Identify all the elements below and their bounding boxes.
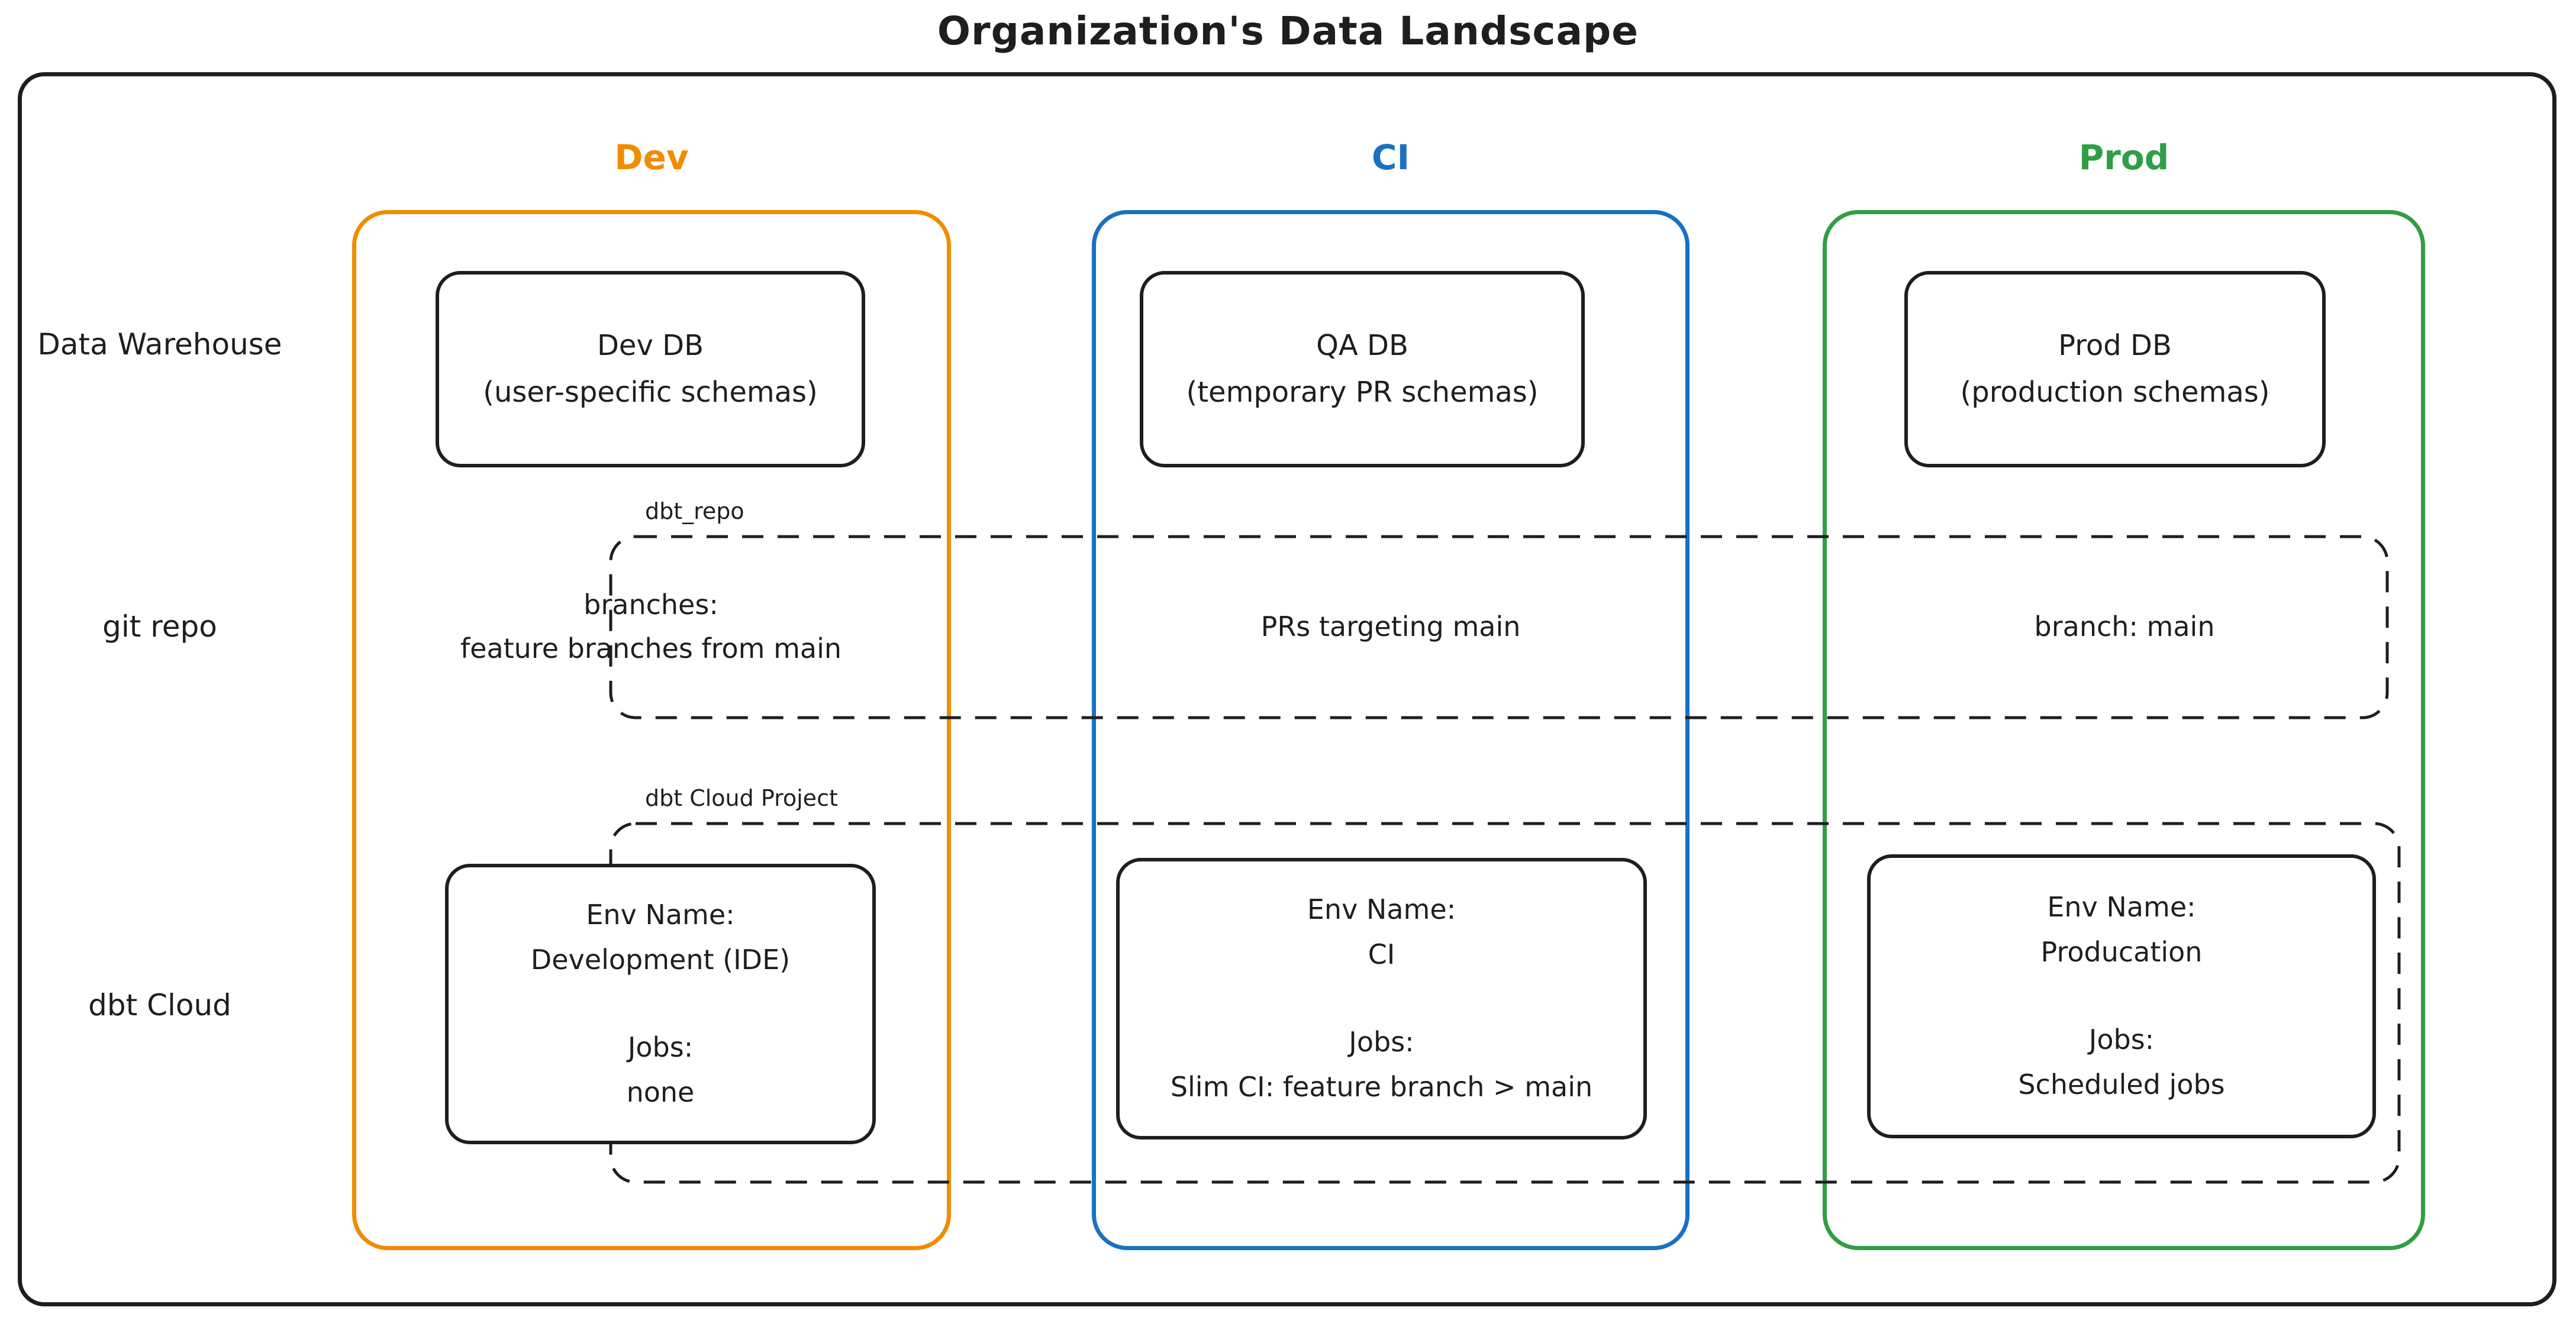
ci-env-node: Env Name: CI Jobs: Slim CI: feature bran… [1116, 858, 1647, 1140]
prod-db-text: Prod DB (production schemas) [1961, 322, 2270, 416]
row-label-dbt-cloud: dbt Cloud [88, 988, 231, 1022]
prod-env-node: Env Name: Producation Jobs: Scheduled jo… [1867, 854, 2376, 1138]
qa-db-text: QA DB (temporary PR schemas) [1186, 322, 1538, 416]
ci-env-name: CI [1368, 938, 1395, 971]
prod-db-node: Prod DB (production schemas) [1904, 271, 2326, 467]
landscape-container [18, 72, 2556, 1306]
dev-db-node: Dev DB (user-specific schemas) [436, 271, 865, 467]
column-header-ci: CI [1371, 137, 1410, 177]
dev-env-label: Env Name: [586, 899, 735, 931]
row-label-data-warehouse: Data Warehouse [37, 327, 282, 361]
dev-env-text: Env Name: Development (IDE) Jobs: none [531, 893, 790, 1115]
prod-jobs-value: Scheduled jobs [2018, 1068, 2225, 1100]
prod-db-schemas: (production schemas) [1960, 376, 2270, 409]
prod-env-label: Env Name: [2047, 891, 2196, 924]
dev-env-node: Env Name: Development (IDE) Jobs: none [445, 864, 876, 1144]
ci-env-label: Env Name: [1307, 893, 1456, 926]
ci-env-name-block: Env Name: CI [1171, 887, 1592, 977]
prod-jobs-label: Jobs: [2088, 1024, 2155, 1055]
dev-db-schemas: (user-specific schemas) [483, 376, 818, 409]
git-cell-prod: branch: main [1852, 534, 2397, 720]
column-box-prod [1823, 210, 2425, 1250]
dev-jobs-value: none [626, 1076, 695, 1108]
column-header-prod: Prod [2078, 137, 2169, 177]
dbt-cloud-project-group-label: dbt Cloud Project [645, 785, 838, 811]
prod-env-text: Env Name: Producation Jobs: Scheduled jo… [2018, 885, 2224, 1108]
qa-db-name: QA DB [1316, 328, 1408, 362]
dev-db-name: Dev DB [597, 328, 704, 362]
git-cell-dev: branches: feature branches from main [379, 534, 923, 720]
dev-env-name-block: Env Name: Development (IDE) [531, 893, 790, 983]
git-cell-ci: PRs targeting main [1118, 534, 1663, 720]
row-label-git-repo: git repo [102, 609, 217, 644]
ci-jobs-label: Jobs: [1349, 1026, 1414, 1058]
git-repo-group-label: dbt_repo [645, 498, 744, 524]
page-title: Organization's Data Landscape [937, 8, 1639, 54]
column-box-ci [1092, 210, 1690, 1250]
dev-db-text: Dev DB (user-specific schemas) [483, 322, 818, 416]
qa-db-schemas: (temporary PR schemas) [1186, 376, 1539, 409]
column-box-dev [352, 210, 951, 1250]
git-ci-line1: PRs targeting main [1260, 611, 1521, 643]
git-cell-dev-text: branches: feature branches from main [460, 583, 842, 670]
git-dev-line2: feature branches from main [460, 632, 842, 664]
prod-db-name: Prod DB [2058, 328, 2172, 362]
column-header-dev: Dev [614, 137, 689, 177]
dev-env-name: Development (IDE) [530, 944, 791, 976]
git-repo-dashed-box [609, 535, 2389, 719]
qa-db-node: QA DB (temporary PR schemas) [1140, 271, 1585, 467]
git-dev-line1: branches: [583, 589, 718, 621]
ci-jobs-block: Jobs: Slim CI: feature branch > main [1171, 1020, 1592, 1110]
prod-env-name-block: Env Name: Producation [2018, 885, 2224, 975]
git-prod-line1: branch: main [2034, 611, 2215, 643]
prod-jobs-block: Jobs: Scheduled jobs [2018, 1018, 2224, 1108]
ci-jobs-value: Slim CI: feature branch > main [1170, 1070, 1593, 1103]
dev-jobs-label: Jobs: [627, 1031, 694, 1063]
ci-env-text: Env Name: CI Jobs: Slim CI: feature bran… [1171, 887, 1592, 1110]
dev-jobs-block: Jobs: none [531, 1025, 790, 1115]
prod-env-name: Producation [2040, 936, 2203, 969]
